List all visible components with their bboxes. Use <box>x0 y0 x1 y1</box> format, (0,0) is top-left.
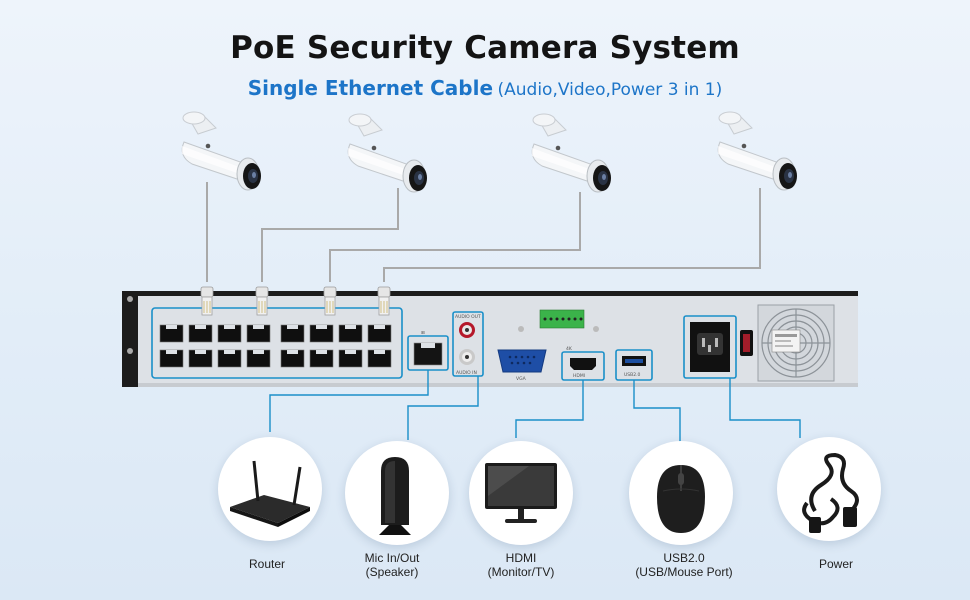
audio-out-label: AUDIO OUT <box>455 314 481 320</box>
mic-label: Mic In/Out (Speaker) <box>364 551 420 579</box>
power-cord-icon <box>802 452 859 533</box>
usb-device-label: USB2.0 (USB/Mouse Port) <box>635 551 733 579</box>
router-label: Router <box>248 557 286 571</box>
hdmi-4k-label: 4K <box>566 346 573 352</box>
camera-cables <box>206 182 761 282</box>
usb-label: USB2.0 <box>624 372 641 378</box>
camera-2 <box>347 113 428 193</box>
camera-4 <box>717 111 798 191</box>
nvr-recorder: ⊞ AUDIO OUT AUDIO IN VGA 4K HDMI USB2.0 <box>122 286 858 387</box>
rj45-plug <box>323 286 337 316</box>
usb-connector-line <box>633 380 681 446</box>
vga-label: VGA <box>516 376 527 382</box>
mouse-icon <box>657 465 705 533</box>
mouse-circle <box>629 441 733 545</box>
svg-text:⊞: ⊞ <box>421 331 425 336</box>
hdmi-device-label: HDMI (Monitor/TV) <box>487 551 555 579</box>
rj45-plug <box>377 286 391 316</box>
speaker-circle <box>345 441 449 545</box>
monitor-icon <box>485 463 557 523</box>
rj45-plug <box>255 286 269 316</box>
page-title: PoE Security Camera System <box>230 30 740 66</box>
audio-in-label: AUDIO IN <box>456 370 477 376</box>
power-cord-circle <box>777 437 881 541</box>
rj45-plug <box>200 286 214 316</box>
subtitle-main: Single Ethernet Cable <box>247 76 494 100</box>
speaker-icon <box>379 457 411 535</box>
power-label: Power <box>818 557 853 571</box>
subtitle-paren: (Audio,Video,Power 3 in 1) <box>497 80 723 100</box>
connector-lines <box>269 370 801 440</box>
router-icon <box>230 460 310 527</box>
monitor-circle <box>469 441 573 545</box>
hdmi-label: HDMI <box>573 373 585 379</box>
page-subtitle: Single Ethernet Cable (Audio,Video,Power… <box>0 76 970 100</box>
camera-1 <box>181 111 262 191</box>
router-circle <box>218 437 322 541</box>
camera-3 <box>531 113 612 193</box>
